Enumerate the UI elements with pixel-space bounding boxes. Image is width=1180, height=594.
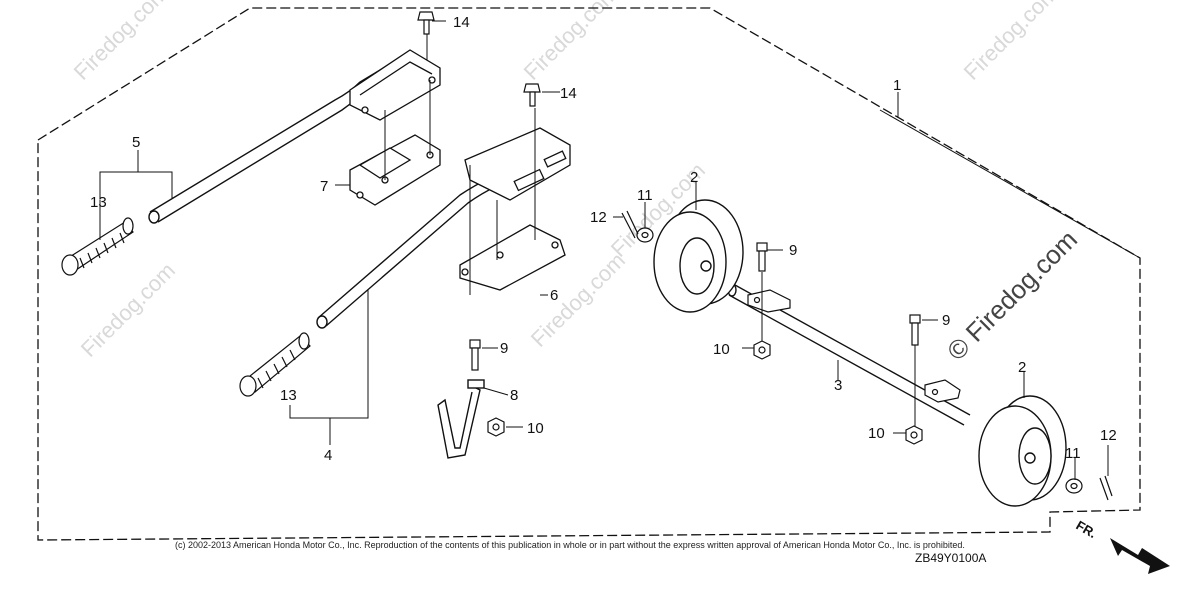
upper-bracket (349, 49, 441, 121)
axle-brackets (747, 289, 961, 403)
diagram-code: ZB49Y0100A (915, 551, 986, 565)
wheel-left (653, 199, 744, 313)
lower-bracket-7 (349, 134, 441, 206)
callout-6: 6 (550, 287, 558, 304)
pin-12-right (1099, 475, 1113, 501)
watermark-2: Firedog.com (519, 0, 623, 85)
watermark-3: Firedog.com (959, 0, 1063, 85)
front-arrow-icon (1110, 538, 1170, 574)
callout-10-stand: 10 (527, 420, 544, 437)
washer-11-right (1065, 478, 1083, 494)
nut-10-stand (487, 417, 505, 437)
bolt-14-upper (417, 11, 435, 35)
watermark-main: © Firedog.com (941, 224, 1083, 366)
copyright-notice: (c) 2002-2013 American Honda Motor Co., … (175, 540, 965, 550)
assembly-boundary (37, 7, 1141, 541)
stand-8 (437, 379, 485, 459)
front-label: FR. (1074, 518, 1100, 541)
lower-bracket-top (464, 127, 571, 201)
callout-12-left: 12 (590, 209, 607, 226)
bolt-14-lower (523, 83, 541, 107)
callout-14-upper: 14 (453, 14, 470, 31)
callout-5: 5 (132, 134, 140, 151)
watermark-4: Firedog.com (76, 258, 180, 362)
axle-guides (761, 272, 916, 430)
nut-10-axle-left (753, 340, 771, 360)
lower-plate-6 (459, 224, 566, 291)
callout-10-axle-left: 10 (713, 341, 730, 358)
callout-4: 4 (324, 447, 332, 464)
callout-12-right: 12 (1100, 427, 1117, 444)
callout-7: 7 (320, 178, 328, 195)
callout-9-axle-left: 9 (789, 242, 797, 259)
callout-2-left: 2 (690, 169, 698, 186)
callout-9-stand: 9 (500, 340, 508, 357)
callout-1: 1 (893, 77, 901, 94)
callout-2-right: 2 (1018, 359, 1026, 376)
nut-10-axle-right (905, 425, 923, 445)
callout-9-axle-right: 9 (942, 312, 950, 329)
grip-upper (61, 217, 134, 276)
wheel-right (978, 395, 1067, 507)
callout-13-upper: 13 (90, 194, 107, 211)
lower-bracket-guides (469, 108, 536, 295)
bolt-9-stand (469, 339, 481, 371)
bolt-9-axle-right (909, 314, 921, 346)
callouts: 14 14 1 5 13 7 2 11 12 9 6 9 10 9 8 13 3… (90, 14, 1117, 464)
callout-8: 8 (510, 387, 518, 404)
bolt-9-axle-left (756, 242, 768, 272)
watermark-1: Firedog.com (69, 0, 173, 85)
callout-13-lower: 13 (280, 387, 297, 404)
callout-11-right: 11 (1065, 445, 1081, 462)
bracket-guides (384, 32, 431, 180)
callout-11-left: 11 (637, 187, 653, 204)
pin-12-left (621, 210, 639, 239)
front-direction-indicator: FR. (1074, 518, 1170, 574)
callout-14-lower: 14 (560, 85, 577, 102)
leader-lines (99, 20, 1141, 480)
callout-10-axle-right: 10 (868, 425, 885, 442)
washer-11-left (636, 227, 654, 243)
callout-3: 3 (834, 377, 842, 394)
grip-lower (239, 332, 311, 397)
